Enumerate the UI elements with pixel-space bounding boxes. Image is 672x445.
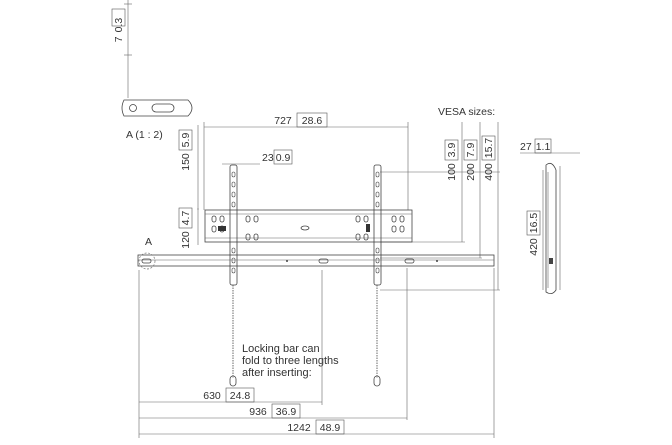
side-view: 27 1.1 420 16.5: [520, 138, 580, 294]
dim-120-value: 120: [180, 231, 192, 249]
dim-vesa: 100 3.9 200 7.9 400 15.7: [380, 122, 500, 291]
dim-400-value: 400: [483, 163, 495, 181]
dim-100-bracket: 3.9: [446, 143, 458, 158]
svg-text:70.3: 70.3: [113, 18, 125, 43]
dim-23-bracket: 0.9: [276, 152, 291, 164]
dim-936-bracket: 36.9: [276, 406, 297, 418]
dim-120: 120 4.7: [178, 207, 199, 249]
dim-bottom: 630 24.8 936 36.9 1242 48.9: [138, 268, 495, 438]
detail-a-view: A (1 : 2): [121, 99, 193, 141]
dim-150: 150 5.9: [178, 125, 199, 210]
dim-7-bracket: 0.3: [113, 18, 125, 33]
dim-727-value: 727: [274, 115, 292, 127]
dim-727-bracket: 28.6: [302, 115, 323, 127]
dim-630-bracket: 24.8: [230, 390, 251, 402]
dim-23: 23 0.9: [222, 149, 293, 165]
detail-a-label: A (1 : 2): [126, 129, 163, 141]
dim-727: 727 28.6: [203, 112, 409, 210]
note-line-3: after inserting:: [242, 367, 312, 379]
dim-27-bracket: 1.1: [536, 141, 551, 153]
dim-420-value: 420: [528, 238, 540, 256]
note-line-1: Locking bar can: [242, 343, 320, 355]
dim-630-value: 630: [203, 390, 221, 402]
dim-100-value: 100: [446, 163, 458, 181]
dim-1242-value: 1242: [287, 422, 311, 434]
dim-27-value: 27: [520, 141, 532, 153]
vesa-header: VESA sizes:: [438, 106, 495, 118]
dim-1242-bracket: 48.9: [320, 422, 341, 434]
detail-a-dimension: 70.3: [111, 0, 132, 98]
locking-bar-note: Locking bar can fold to three lengths af…: [242, 343, 339, 379]
dim-420-bracket: 16.5: [528, 213, 540, 234]
detail-a-marker: A: [145, 236, 152, 248]
mounting-arms: [229, 164, 382, 387]
dim-200-value: 200: [465, 163, 477, 181]
dim-200-bracket: 7.9: [465, 143, 477, 158]
wall-plate: [204, 209, 413, 243]
note-line-2: fold to three lengths: [242, 355, 339, 367]
dim-400-bracket: 15.7: [483, 138, 495, 159]
dim-23-value: 23: [262, 152, 274, 164]
dim-7-value: 7: [113, 36, 125, 42]
dim-150-bracket: 5.9: [180, 133, 192, 148]
dim-936-value: 936: [249, 406, 267, 418]
locking-bar: A: [137, 236, 495, 270]
dim-120-bracket: 4.7: [180, 211, 192, 226]
dim-150-value: 150: [180, 153, 192, 171]
